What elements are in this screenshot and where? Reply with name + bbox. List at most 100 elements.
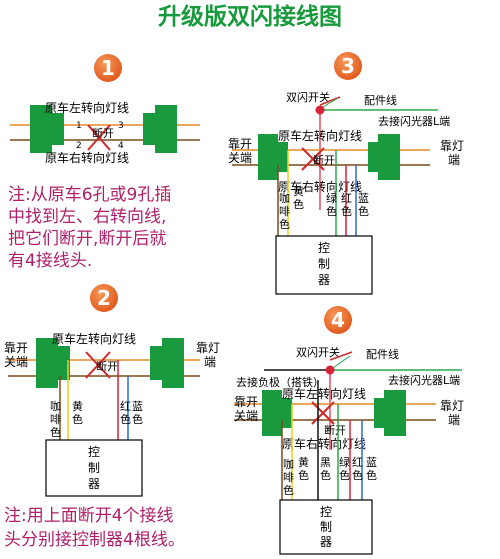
controller-label-3: 器 xyxy=(320,535,332,549)
label-wire-brown-1: 咖 xyxy=(283,457,294,471)
label-wire-black-2: 色 xyxy=(320,468,331,482)
label-switch-end-a: 靠开 xyxy=(234,395,258,409)
label-wire-blue-2: 色 xyxy=(132,412,143,426)
step-badge-3 xyxy=(334,52,362,80)
label-wire-brown-1: 咖 xyxy=(279,191,290,205)
label-to-negative: 去接负极（搭铁） xyxy=(236,375,324,389)
label-wire-yellow-2: 色 xyxy=(293,197,304,211)
label-wire-red-1: 红 xyxy=(120,400,131,413)
label-to-flasher: 去接闪光器L端 xyxy=(378,114,450,128)
controller-box xyxy=(279,499,373,555)
label-wire-brown-3: 色 xyxy=(279,217,290,231)
hazard-switch-node xyxy=(325,365,335,375)
terminal-2: 2 xyxy=(76,141,82,151)
label-orig-left: 原车左转向灯线 xyxy=(278,128,362,143)
label-switch-end-a: 靠开 xyxy=(4,341,28,355)
label-hazard-switch: 双闪开关 xyxy=(296,345,340,359)
controller-label-3: 器 xyxy=(318,273,330,287)
hazard-switch-node xyxy=(315,105,325,115)
label-lamp-end-b: 端 xyxy=(448,413,460,427)
note-1-line-3: 把它们断开,断开后就 xyxy=(8,229,166,249)
label-orig-left: 原车左转向灯线 xyxy=(282,386,366,401)
step-badge-2 xyxy=(90,284,118,312)
page-title: 升级版双闪接线图 xyxy=(158,3,342,30)
label-wire-red-1: 红 xyxy=(341,192,352,205)
label-accessory: 配件线 xyxy=(364,93,397,107)
label-wire-blue-2: 色 xyxy=(358,204,369,218)
connector-left xyxy=(262,390,292,436)
step-badge-1 xyxy=(94,54,122,82)
note-1-line-4: 有4接线头. xyxy=(8,251,92,271)
label-wire-green-2: 色 xyxy=(339,468,350,482)
step-number-4: 4 xyxy=(331,308,345,332)
terminal-1: 1 xyxy=(76,121,82,131)
note-2-line-1: 注:用上面断开4个接线 xyxy=(4,506,174,526)
label-switch-end-b: 关端 xyxy=(4,355,28,369)
label-lamp-end-b: 端 xyxy=(448,153,460,167)
label-orig-left: 原车左转向灯线 xyxy=(52,331,136,346)
label-orig-right: 原车右转向灯线 xyxy=(282,436,366,451)
connector-left xyxy=(258,134,288,180)
label-wire-brown-2: 啡 xyxy=(279,205,290,218)
label-wire-brown-3: 色 xyxy=(50,425,61,439)
label-cut: 断开 xyxy=(324,423,346,437)
label-wire-blue-1: 蓝 xyxy=(358,192,369,205)
controller-label-2: 制 xyxy=(320,520,332,534)
controller-label-1: 控 xyxy=(318,241,330,255)
label-wire-yellow-2: 色 xyxy=(298,468,309,482)
connector-right xyxy=(368,134,400,180)
controller-label-3: 器 xyxy=(88,477,100,491)
label-wire-brown-2: 啡 xyxy=(50,413,61,426)
terminal-4: 4 xyxy=(118,141,124,151)
label-lamp-end-a: 靠灯 xyxy=(440,399,464,413)
label-orig-right: 原车右转向灯线 xyxy=(45,150,129,165)
step-number-1: 1 xyxy=(101,56,115,80)
label-wire-blue-1: 蓝 xyxy=(132,400,143,413)
label-orig-right: 原车右转向灯线 xyxy=(278,179,362,194)
panel-1: 1 原车左转向灯线 原车右转向灯线 断开 1 2 3 4 注:从原车6孔或9孔插… xyxy=(8,54,200,271)
controller-box xyxy=(45,439,143,497)
label-wire-red-2: 色 xyxy=(341,204,352,218)
label-accessory: 配件线 xyxy=(366,347,399,361)
label-to-flasher: 去接闪光器L端 xyxy=(388,373,460,387)
label-wire-blue-2: 色 xyxy=(366,468,377,482)
label-wire-brown-1: 咖 xyxy=(50,399,61,413)
label-switch-end-b: 关端 xyxy=(234,409,258,423)
controller-label-2: 制 xyxy=(318,257,330,271)
label-lamp-end-a: 靠灯 xyxy=(196,341,220,355)
label-wire-red-2: 色 xyxy=(352,468,363,482)
label-wire-black-1: 黑 xyxy=(320,456,331,469)
label-wire-red-2: 色 xyxy=(120,412,131,426)
controller-label-1: 控 xyxy=(88,445,100,459)
terminal-3: 3 xyxy=(118,121,124,131)
connector-right xyxy=(374,390,406,436)
label-wire-red-1: 红 xyxy=(352,456,363,469)
note-1-line-2: 中找到左、右转向线, xyxy=(8,207,166,227)
label-hazard-switch: 双闪开关 xyxy=(286,90,330,104)
label-cut: 断开 xyxy=(96,359,118,373)
connector-left xyxy=(30,105,64,153)
step-badge-4 xyxy=(324,306,352,334)
label-switch-end-b: 关端 xyxy=(228,151,252,165)
label-cut: 断开 xyxy=(92,126,114,140)
label-lamp-end-b: 端 xyxy=(204,355,216,369)
controller-label-2: 制 xyxy=(88,461,100,475)
panel-4: 4 双闪开关 配件线 去接闪光器L端 去接负极（搭铁） 原车左转向灯线 原车右转… xyxy=(234,306,464,555)
label-wire-blue-1: 蓝 xyxy=(366,456,377,469)
step-number-3: 3 xyxy=(341,54,355,78)
label-wire-yellow-1: 黄 xyxy=(293,184,304,198)
panel-2: 2 原车左转向灯线 断开 靠开 关端 靠灯 端 咖 啡 色 黄 色 红 色 蓝 … xyxy=(4,284,220,550)
label-wire-brown-3: 色 xyxy=(283,483,294,497)
connector-right xyxy=(143,105,177,153)
step-number-2: 2 xyxy=(97,286,111,310)
label-wire-green-1: 绿 xyxy=(339,455,350,469)
note-2-line-2: 头分别接控制器4根线。 xyxy=(4,530,185,550)
label-orig-left: 原车左转向灯线 xyxy=(45,100,129,115)
note-1-line-1: 注:从原车6孔或9孔插 xyxy=(8,185,171,205)
label-cut: 断开 xyxy=(313,153,335,167)
label-lamp-end-a: 靠灯 xyxy=(440,139,464,153)
panel-3: 3 双闪开关 配件线 去接闪光器L端 原车左转向灯线 原车右转向灯线 断开 靠开… xyxy=(228,52,464,295)
label-wire-brown-2: 啡 xyxy=(283,471,294,484)
label-switch-end-a: 靠开 xyxy=(228,137,252,151)
